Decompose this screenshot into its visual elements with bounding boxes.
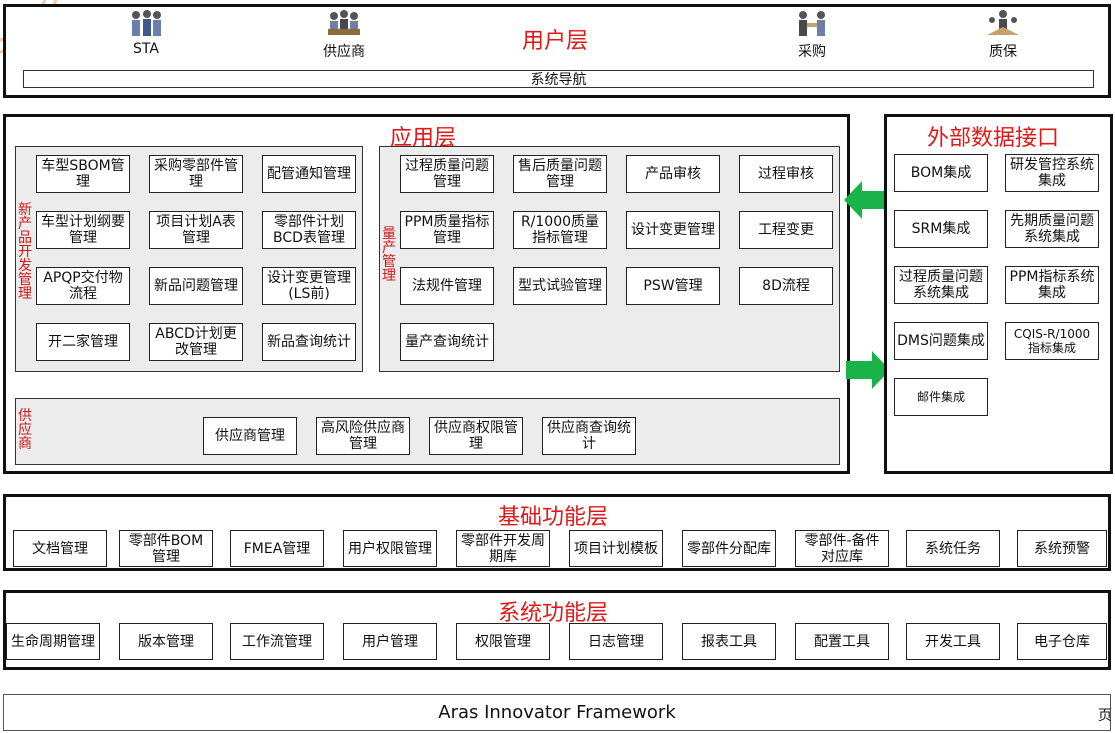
sys-item-users[interactable]: 用户管理 xyxy=(343,623,437,660)
aras-framework-bar: Aras Innovator Framework xyxy=(3,694,1111,731)
supplier-section-label: 供应商 xyxy=(18,408,32,452)
app-item-supplier-query[interactable]: 供应商查询统计 xyxy=(542,417,636,455)
user-quality[interactable]: 质保 xyxy=(943,9,1063,61)
sys-item-lifecycle[interactable]: 生命周期管理 xyxy=(6,623,100,660)
sys-item-config-tools[interactable]: 配置工具 xyxy=(795,623,889,660)
app-item-second-source[interactable]: 开二家管理 xyxy=(36,323,130,361)
app-item-abcd-plan-change[interactable]: ABCD计划更改管理 xyxy=(149,323,243,361)
team-meeting-icon xyxy=(328,10,360,35)
app-item-process-quality-issues[interactable]: 过程质量问题管理 xyxy=(400,155,494,193)
arrow-left-icon xyxy=(844,181,888,219)
app-item-r1000-quality[interactable]: R/1000质量指标管理 xyxy=(513,211,607,249)
app-item-engineering-change[interactable]: 工程变更 xyxy=(739,211,833,249)
app-item-regulatory-parts[interactable]: 法规件管理 xyxy=(400,267,494,305)
app-item-ppm-quality[interactable]: PPM质量指标管理 xyxy=(400,211,494,249)
base-function-title: 基础功能层 xyxy=(498,505,609,530)
ext-item-rd-control[interactable]: 研发管控系统集成 xyxy=(1005,154,1099,192)
user-supplier[interactable]: 供应商 xyxy=(284,9,404,61)
app-item-high-risk-supplier[interactable]: 高风险供应商管理 xyxy=(316,417,410,455)
app-item-purchased-parts[interactable]: 采购零部件管理 xyxy=(149,155,243,193)
mass-production-panel: 量产管理 过程质量问题管理 售后质量问题管理 产品审核 过程审核 PPM质量指标… xyxy=(379,146,840,372)
arrow-right-icon xyxy=(846,351,890,389)
app-item-supplier-permissions[interactable]: 供应商权限管理 xyxy=(429,417,523,455)
app-item-parts-plan-bcd[interactable]: 零部件计划BCD表管理 xyxy=(262,211,356,249)
app-item-new-product-issues[interactable]: 新品问题管理 xyxy=(149,267,243,305)
base-item-system-alerts[interactable]: 系统预警 xyxy=(1017,530,1107,567)
base-item-parts-spares[interactable]: 零部件-备件对应库 xyxy=(795,530,889,567)
ext-item-cqis[interactable]: CQIS-R/1000指标集成 xyxy=(1005,322,1099,360)
user-layer-title: 用户层 xyxy=(522,29,589,54)
app-item-process-audit[interactable]: 过程审核 xyxy=(739,155,833,193)
base-item-fmea[interactable]: FMEA管理 xyxy=(230,530,324,567)
sys-item-dev-tools[interactable]: 开发工具 xyxy=(906,623,1000,660)
ext-item-dms[interactable]: DMS问题集成 xyxy=(894,322,988,360)
system-function-title: 系统功能层 xyxy=(498,601,609,626)
handshake-people-icon xyxy=(799,11,825,36)
ext-item-srm[interactable]: SRM集成 xyxy=(894,210,988,248)
external-interface-title: 外部数据接口 xyxy=(927,126,1060,151)
sys-item-report-tools[interactable]: 报表工具 xyxy=(682,623,776,660)
app-item-aftersales-quality[interactable]: 售后质量问题管理 xyxy=(513,155,607,193)
sys-item-logs[interactable]: 日志管理 xyxy=(569,623,663,660)
external-interface-layer: 外部数据接口 BOM集成 研发管控系统集成 SRM集成 先期质量问题系统集成 过… xyxy=(884,114,1113,474)
system-nav-bar[interactable]: 系统导航 xyxy=(23,70,1094,88)
ext-item-ppm-indicator[interactable]: PPM指标系统集成 xyxy=(1005,266,1099,304)
app-item-project-plan-a[interactable]: 项目计划A表管理 xyxy=(149,211,243,249)
base-item-documents[interactable]: 文档管理 xyxy=(13,530,107,567)
sys-item-e-vault[interactable]: 电子仓库 xyxy=(1017,623,1107,660)
user-layer: 用户层 STA 供应商 采购 质保 系统导航 xyxy=(3,4,1111,98)
app-item-design-change[interactable]: 设计变更管理 xyxy=(626,211,720,249)
new-product-section-label: 新产品开发管理 xyxy=(18,202,32,302)
user-quality-label: 质保 xyxy=(989,44,1017,60)
mass-production-section-label: 量产管理 xyxy=(382,226,396,284)
app-item-mass-production-query[interactable]: 量产查询统计 xyxy=(400,323,494,361)
user-purchasing[interactable]: 采购 xyxy=(752,9,872,61)
group-people-icon xyxy=(132,10,161,36)
supplier-panel: 供应商 供应商管理 高风险供应商管理 供应商权限管理 供应商查询统计 xyxy=(15,398,840,465)
system-function-layer: 系统功能层 生命周期管理 版本管理 工作流管理 用户管理 权限管理 日志管理 报… xyxy=(3,590,1111,670)
app-item-8d-process[interactable]: 8D流程 xyxy=(739,267,833,305)
ext-item-process-quality[interactable]: 过程质量问题系统集成 xyxy=(894,266,988,304)
base-item-parts-allocation[interactable]: 零部件分配库 xyxy=(682,530,776,567)
aras-framework-label: Aras Innovator Framework xyxy=(438,702,676,723)
app-item-design-change-ls[interactable]: 设计变更管理(LS前) xyxy=(262,267,356,305)
user-supplier-label: 供应商 xyxy=(323,44,365,60)
sys-item-version[interactable]: 版本管理 xyxy=(119,623,213,660)
app-item-product-audit[interactable]: 产品审核 xyxy=(626,155,720,193)
user-sta-label: STA xyxy=(133,41,159,57)
quality-team-icon xyxy=(987,10,1019,35)
user-sta[interactable]: STA xyxy=(86,9,206,57)
ext-item-email[interactable]: 邮件集成 xyxy=(894,378,988,416)
app-item-apqp[interactable]: APQP交付物流程 xyxy=(36,267,130,305)
page-corner-mark: 页 xyxy=(1098,708,1112,724)
app-item-car-plan-outline[interactable]: 车型计划纲要管理 xyxy=(36,211,130,249)
base-item-system-tasks[interactable]: 系统任务 xyxy=(906,530,1000,567)
base-function-layer: 基础功能层 文档管理 零部件BOM管理 FMEA管理 用户权限管理 零部件开发周… xyxy=(3,494,1111,571)
app-item-car-sbom[interactable]: 车型SBOM管理 xyxy=(36,155,130,193)
new-product-panel: 新产品开发管理 车型SBOM管理 采购零部件管理 配管通知管理 车型计划纲要管理… xyxy=(15,146,363,372)
sys-item-permissions[interactable]: 权限管理 xyxy=(456,623,550,660)
base-item-parts-dev-cycle[interactable]: 零部件开发周期库 xyxy=(456,530,550,567)
base-item-parts-bom[interactable]: 零部件BOM管理 xyxy=(119,530,213,567)
base-item-user-permissions[interactable]: 用户权限管理 xyxy=(343,530,437,567)
app-item-piping-notice[interactable]: 配管通知管理 xyxy=(262,155,356,193)
application-layer: 应用层 新产品开发管理 车型SBOM管理 采购零部件管理 配管通知管理 车型计划… xyxy=(3,114,850,474)
user-purchasing-label: 采购 xyxy=(798,44,826,60)
ext-item-advance-quality[interactable]: 先期质量问题系统集成 xyxy=(1005,210,1099,248)
app-item-new-product-query[interactable]: 新品查询统计 xyxy=(262,323,356,361)
base-item-project-template[interactable]: 项目计划模板 xyxy=(569,530,663,567)
app-item-type-test[interactable]: 型式试验管理 xyxy=(513,267,607,305)
app-item-psw[interactable]: PSW管理 xyxy=(626,267,720,305)
sys-item-workflow[interactable]: 工作流管理 xyxy=(230,623,324,660)
ext-item-bom[interactable]: BOM集成 xyxy=(894,154,988,192)
app-item-supplier-mgmt[interactable]: 供应商管理 xyxy=(203,417,297,455)
